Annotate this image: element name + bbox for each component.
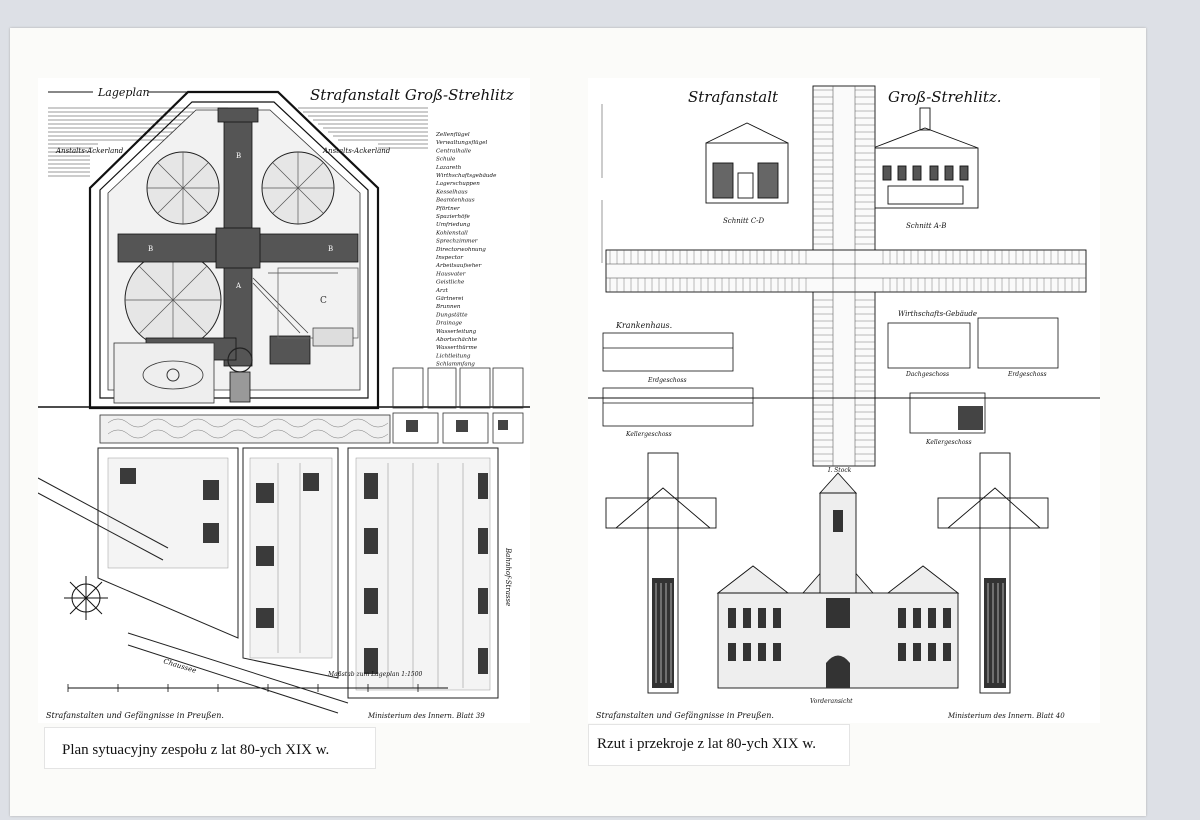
legend-item: Lagerschuppen [435, 181, 480, 187]
outer-wall [88, 90, 380, 410]
floor-plan-title-right: Groß-Strehlitz. [888, 88, 1002, 106]
cross-plan [605, 85, 1087, 467]
caption-box-right [588, 724, 850, 766]
legend-item: Geistliche [436, 280, 465, 286]
caption-box-left [44, 727, 376, 769]
floor-plan-footer-right: Ministerium des Innern. Blatt 40 [947, 712, 1065, 720]
legend-item: Beamtenhaus [435, 198, 475, 204]
legend-item: Abortschächte [435, 337, 478, 343]
legend-item: Hausvater [435, 271, 466, 277]
svg-text:B: B [328, 245, 333, 253]
service-dachgeschoss: Dachgeschoss [905, 371, 949, 378]
hospital-erdgeschoss: Erdgeschoss [647, 377, 687, 384]
legend-item: Wirthschaftsgebäude [436, 173, 497, 179]
service-kellergeschoss: Kellergeschoss [925, 439, 972, 446]
field-label-left: Anstalts-Ackerland [55, 147, 124, 155]
legend-item: Centralhalle [436, 148, 472, 154]
legend-item: Lazareth [435, 165, 462, 171]
compass-rose-icon [64, 576, 108, 620]
service-erdgeschoss: Erdgeschoss [1007, 371, 1047, 378]
hospital-kellergeschoss: Kellergeschoss [625, 431, 672, 438]
legend-item: Zellenflügel [435, 132, 470, 138]
legend-item: Directorwohnung [435, 247, 486, 253]
floor-plans-drawing: Strafanstalt Groß-Strehlitz. Schnitt C-D… [588, 85, 1100, 720]
site-plan-legend: ZellenflügelVerwaltungsflügelCentralhall… [435, 132, 497, 368]
section-ab-label: Schnitt A-B [906, 222, 946, 230]
legend-item: Drainage [435, 321, 463, 327]
site-plan-title: Strafanstalt Groß-Strehlitz [310, 86, 514, 104]
legend-item: Pförtner [435, 206, 460, 212]
legend-item: Arbeitsaufseher [435, 263, 482, 269]
section-cd [705, 122, 789, 204]
hospital-label: Krankenhaus. [615, 321, 672, 330]
service-building-label: Wirthschafts-Gebäude [898, 310, 977, 318]
railway-label: Bahnhof-Strasse [504, 547, 512, 606]
legend-item: Umfriedung [436, 222, 471, 228]
front-view-label: Vorderansicht [810, 698, 853, 705]
site-plan-footer-right: Ministerium des Innern. Blatt 39 [367, 712, 485, 720]
legend-item: Wasserleitung [436, 329, 477, 335]
caption-floor-plans: Rzut i przekroje z lat 80-ych XIX w. [597, 736, 816, 752]
legend-item: Spazierhöfe [436, 214, 471, 220]
legend-item: Lichtleitung [435, 353, 471, 359]
legend-item: Arzt [435, 288, 449, 294]
site-plan-sheet: Lageplan Strafanstalt Groß-Strehlitz Ans… [37, 78, 530, 723]
first-floor-label: I. Stock [827, 467, 852, 474]
lageplan-label: Lageplan [97, 86, 150, 99]
scale-label: Maßstab zum Lageplan 1:1500 [327, 671, 423, 678]
road-label: Chaussee [162, 657, 197, 675]
site-plan-footer-left: Strafanstalten und Gefängnisse in Preuße… [46, 711, 224, 720]
legend-item: Kesselhaus [435, 189, 468, 195]
site-plan-drawing: Lageplan Strafanstalt Groß-Strehlitz Ans… [37, 86, 530, 720]
legend-item: Inspector [435, 255, 463, 261]
legend-item: Kohlenstall [435, 230, 468, 236]
floor-plan-title-left: Strafanstalt [688, 88, 779, 106]
service-building-plan [887, 317, 1059, 434]
legend-item: Dungstätte [435, 312, 468, 318]
hatch-right-field [298, 107, 428, 149]
floor-plans-sheet: Strafanstalt Groß-Strehlitz. Schnitt C-D… [588, 78, 1100, 723]
legend-item: Verwaltungsflügel [436, 140, 488, 146]
floor-plan-footer-left: Strafanstalten und Gefängnisse in Preuße… [596, 711, 774, 720]
section-cd-label: Schnitt C-D [723, 217, 765, 225]
svg-text:A: A [235, 282, 242, 290]
legend-item: Schule [436, 157, 456, 163]
legend-item: Wasserthürme [436, 345, 478, 351]
field-label-right: Anstalts-Ackerland [322, 147, 391, 155]
legend-item: Schlammfang [436, 362, 475, 368]
legend-item: Sprechzimmer [436, 239, 478, 245]
inner-wall [99, 101, 369, 399]
caption-site-plan: Plan sytuacyjny zespołu z lat 80-ych XIX… [62, 742, 330, 758]
hospital-plan [602, 332, 754, 427]
svg-text:B: B [148, 245, 153, 253]
legend-item: Brunnen [435, 304, 461, 310]
legend-item: Gärtnerei [436, 296, 464, 302]
svg-text:B: B [236, 152, 241, 160]
svg-text:C: C [320, 296, 327, 306]
section-ab [872, 107, 979, 209]
